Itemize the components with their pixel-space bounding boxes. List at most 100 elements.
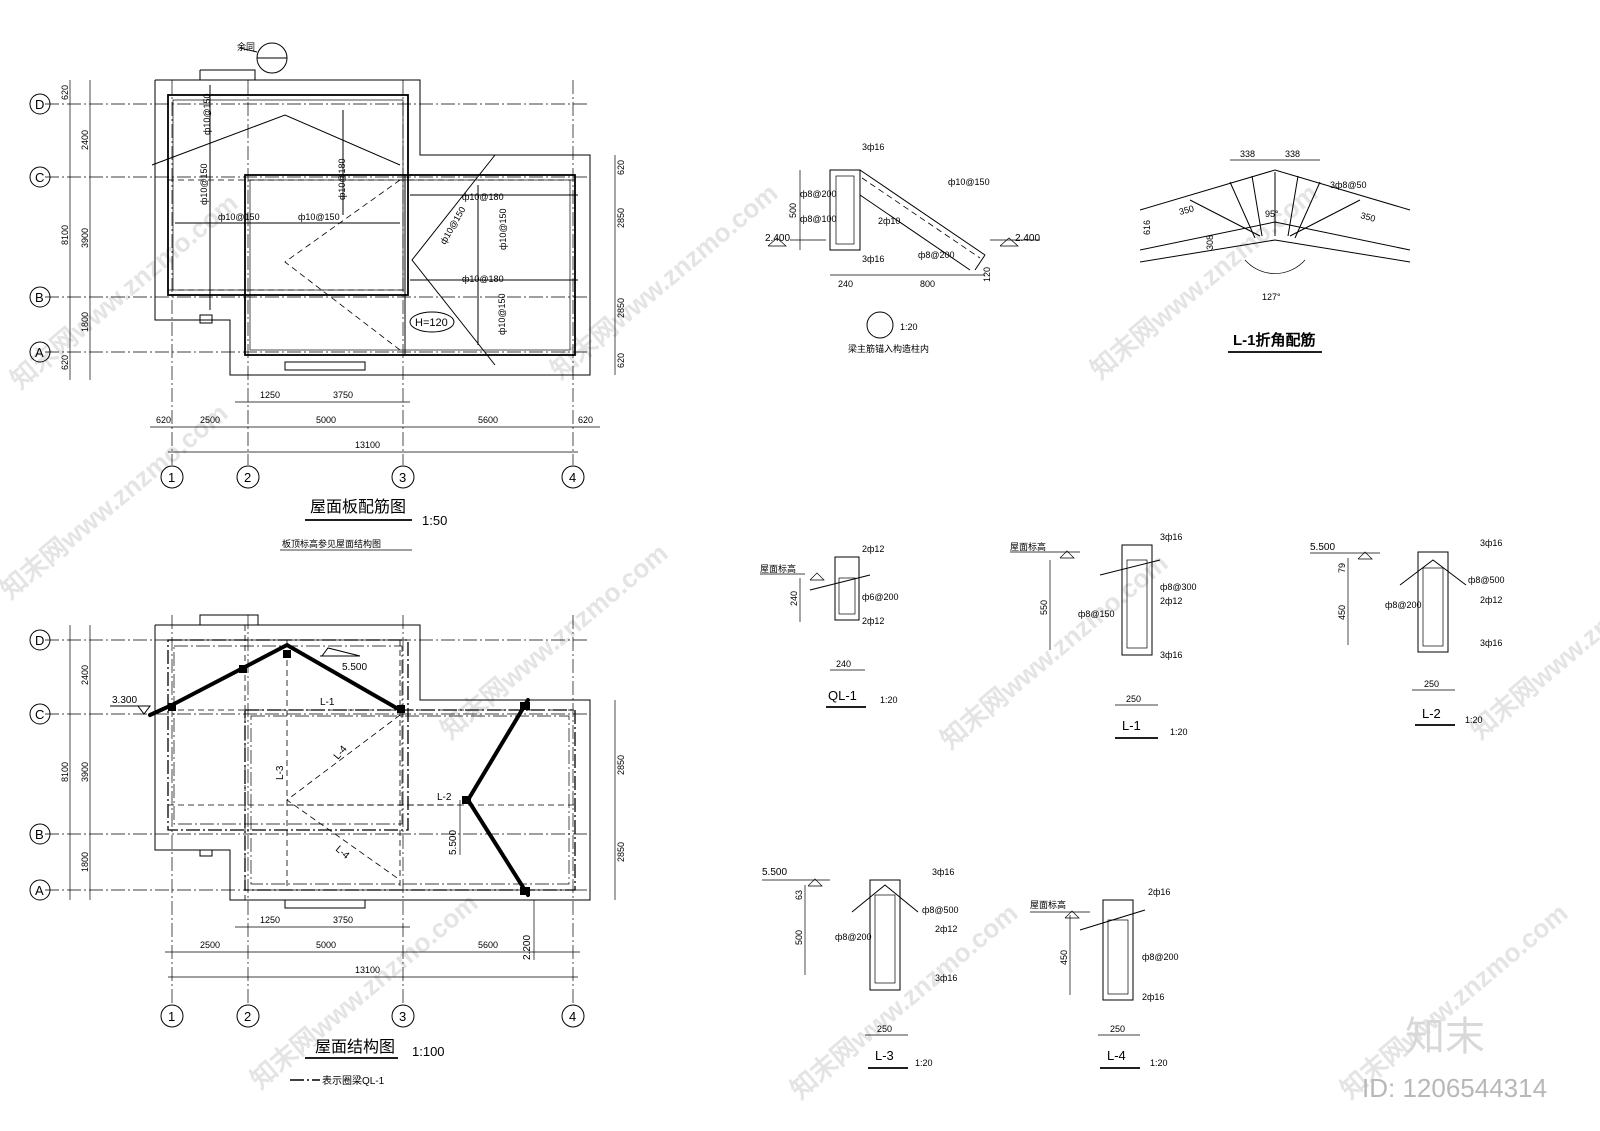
rebar-label: 3ф16 [1160,532,1182,542]
rebar-label: ф10@150 [948,177,990,187]
dim-text: 1250 [260,915,280,925]
dim-text: 1800 [80,312,90,332]
dim-text: 240 [789,591,799,606]
axis-label: B [35,827,44,842]
dim-text: 250 [877,1024,892,1034]
rebar-label: 3ф16 [1480,538,1502,548]
detail-scale: 1:20 [900,322,918,332]
rebar-label: ф10@150 [497,293,507,335]
axis-label: 1 [168,1009,175,1024]
section-scale: 1:20 [915,1058,933,1068]
beam-label: L-4 [333,844,351,862]
section-l1: 屋面标高 3ф16 ф8@300 ф8@150 2ф12 3ф16 550 25… [1010,532,1197,739]
dim-text: 2400 [80,665,90,685]
watermark-text: 知末网www.znzmo.com [785,897,1024,1104]
rebar-label: ф10@150 [498,208,508,250]
dim-text: 8100 [60,225,70,245]
level-label: 5.500 [762,867,787,878]
rebar-label: ф10@150 [199,163,209,205]
section-l3: 5.500 3ф16 ф8@500 ф8@200 2ф12 3ф16 63 50… [762,867,959,1069]
rebar-label: ф6@200 [862,592,899,602]
rebar-label: 3ф16 [935,973,957,983]
dim-text: 500 [794,930,804,945]
rebar-label: ф8@200 [1142,952,1179,962]
dim-text: 2500 [200,940,220,950]
axis-label: 3 [399,470,406,485]
section-scale: 1:20 [880,695,898,705]
dim-text: 338 [1285,149,1300,159]
dim-text: 620 [60,355,70,370]
rebar-label: 3ф8@50 [1330,180,1367,190]
rebar-label: ф8@200 [918,250,955,260]
dim-text: 3750 [333,390,353,400]
dim-text: 8100 [60,762,70,782]
rebar-label: 2ф12 [1160,596,1182,606]
dim-text: 1250 [260,390,280,400]
roof-slab-reinforcement-plan: ф10@150 ф10@180 ф10@150 ф10@150 ф10@150 … [45,41,591,465]
watermark-logo: 知末 [1405,1015,1485,1059]
dim-text: 79 [1337,563,1347,573]
dim-text: 620 [156,415,171,425]
dim-text: 450 [1059,950,1069,965]
dim-text: 500 [788,203,798,218]
dim-text: 2400 [80,130,90,150]
watermark-text: 知末网www.znzmo.com [245,887,484,1094]
section-title: L-3 [875,1048,894,1063]
plan-scale: 1:50 [422,513,447,528]
elevation-marker: 2.200 [522,935,533,960]
dim-text: 240 [836,659,851,669]
dim-text: 5000 [316,415,336,425]
section-scale: 1:20 [1170,727,1188,737]
dim-text: 13100 [355,965,380,975]
dim-text: 620 [578,415,593,425]
dim-text: 13100 [355,440,380,450]
rebar-label: ф10@150 [438,205,467,246]
section-l2: 5.500 3ф16 ф8@500 ф8@200 2ф12 3ф16 79 45… [1310,538,1505,726]
detail-title: L-1折角配筋 [1233,331,1316,349]
beam-label: L-4 [332,743,350,761]
plan-title: 屋面结构图 [315,1038,395,1056]
axis-label: D [35,633,44,648]
watermark-text: 知末网www.znzmo.com [0,397,233,604]
watermark-text: 知末网www.znzmo.com [545,177,784,384]
plan-title: 屋面板配筋图 [310,498,406,516]
rebar-label: ф10@150 [202,93,212,135]
dim-text: 250 [1110,1024,1125,1034]
level-label: 屋面标高 [1010,541,1046,552]
level-label: 屋面标高 [1030,899,1066,910]
rebar-label: ф10@180 [462,192,504,202]
dim-text: 338 [1240,149,1255,159]
dim-text: 350 [1178,203,1195,217]
beam-label: L-3 [275,765,286,780]
plan1-title-block: 屋面板配筋图 1:50 板顶标高参见屋面结构图 [280,498,447,551]
legend-text: 表示圈梁QL-1 [322,1074,385,1087]
section-title: L-2 [1422,706,1441,721]
rebar-label: ф8@200 [800,189,837,199]
rebar-label: 2ф12 [862,544,884,554]
rebar-label: 3ф16 [932,867,954,877]
axis-label: 2 [244,470,251,485]
axis-label: A [35,883,44,898]
rebar-label: 3ф16 [1160,650,1182,660]
elevation-marker: 5.500 [448,830,459,855]
rebar-label: ф8@500 [1468,575,1505,585]
level-label: 5.500 [1310,542,1335,553]
plan-scale: 1:100 [412,1044,445,1059]
dim-text: 620 [616,353,626,368]
axis-label: C [35,170,44,185]
watermark-text: 知末网www.znzmo.com [1085,177,1324,384]
axis-label: 2 [244,1009,251,1024]
plan1-dimensions: 620 2400 8100 3900 1800 620 620 2850 285… [60,80,626,453]
rebar-label: ф8@200 [835,932,872,942]
section-l4: 屋面标高 2ф16 ф8@200 2ф16 450 250 L-4 1:20 [1030,887,1179,1069]
section-title: L-4 [1107,1048,1126,1063]
beam-label: L-2 [437,792,452,803]
plan2-dimensions: 2400 8100 3900 1800 2850 2850 1250 3750 … [60,625,626,978]
rebar-label: ф8@500 [922,905,959,915]
dim-text: 616 [1142,220,1152,235]
slab-thickness: H=120 [415,317,448,329]
dim-text: 240 [838,279,853,289]
rebar-label: 2ф16 [1142,992,1164,1002]
rebar-label: 3ф16 [862,142,884,152]
axis-label: B [35,290,44,305]
